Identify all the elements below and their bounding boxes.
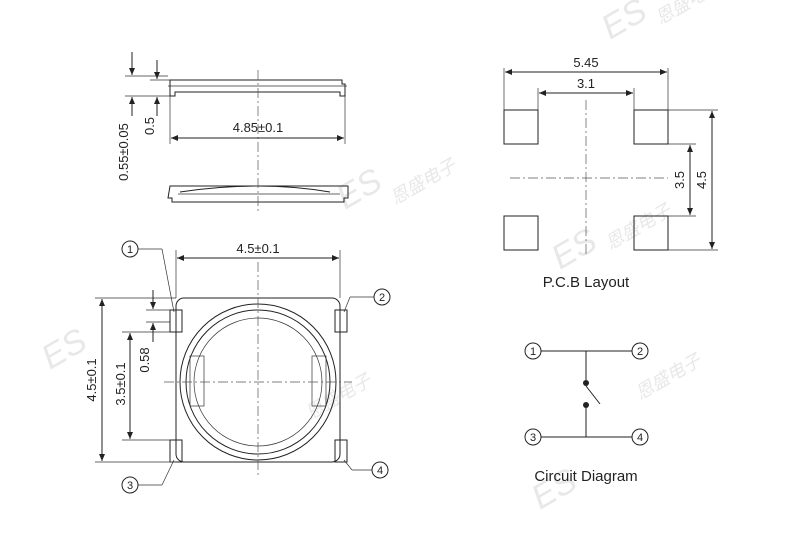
top-height-label: 4.5±0.1 <box>84 358 99 401</box>
pcb-outer-width-label: 5.45 <box>573 55 598 70</box>
pcb-pad-1 <box>503 109 539 145</box>
circuit-pin-2: 2 <box>637 346 643 358</box>
pcb-pad-2 <box>633 109 669 145</box>
watermark-text: 恩盛电子 <box>302 369 376 423</box>
side-view: 4.85±0.1 0.5 0.55±0.05 <box>116 52 349 212</box>
pcb-pad-4 <box>633 215 669 251</box>
pcb-caption: P.C.B Layout <box>543 274 630 291</box>
top-width-label: 4.5±0.1 <box>236 241 279 256</box>
circuit-pin-1: 1 <box>530 346 536 358</box>
watermark-text: 恩盛电子 <box>387 154 461 208</box>
circuit-pin-4: 4 <box>637 432 643 444</box>
pcb-outer-height-label: 4.5 <box>694 171 709 189</box>
side-width-label: 4.85±0.1 <box>233 120 284 135</box>
side-body-height-label: 0.5 <box>142 117 157 135</box>
pin-label-2: 2 <box>379 292 385 304</box>
circuit-caption: Circuit Diagram <box>534 468 637 485</box>
watermark-text: 恩盛电子 <box>652 0 726 28</box>
top-view: 4.5±0.1 4.5±0.1 3.5±0.1 0.58 1 2 3 4 <box>84 240 391 494</box>
pcb-layout: 5.45 3.1 3.5 4.5 P.C.B Layout <box>503 55 718 291</box>
watermark-brand: ES <box>330 161 389 217</box>
watermark-brand: ES <box>545 221 604 277</box>
circuit-diagram: 1 2 3 4 Circuit Diagram <box>524 342 649 485</box>
pin-label-1: 1 <box>127 244 133 256</box>
circuit-pin-3: 3 <box>530 432 536 444</box>
watermark-text: 恩盛电子 <box>632 349 706 403</box>
watermark-text: 恩盛电子 <box>602 199 676 253</box>
watermark-brand: ES <box>595 0 654 47</box>
pin-label-3: 3 <box>127 480 133 492</box>
top-inner-label: 3.5±0.1 <box>113 362 128 405</box>
pcb-inner-height-label: 3.5 <box>672 171 687 189</box>
watermark: ES ES ES ES ES 恩盛电子 恩盛电子 恩盛电子 恩盛电子 恩盛电子 <box>35 0 726 517</box>
top-small-label: 0.58 <box>137 347 152 372</box>
pcb-inner-width-label: 3.1 <box>577 76 595 91</box>
pcb-pad-3 <box>503 215 539 251</box>
pin-label-4: 4 <box>377 465 383 477</box>
side-thickness-label: 0.55±0.05 <box>116 123 131 181</box>
